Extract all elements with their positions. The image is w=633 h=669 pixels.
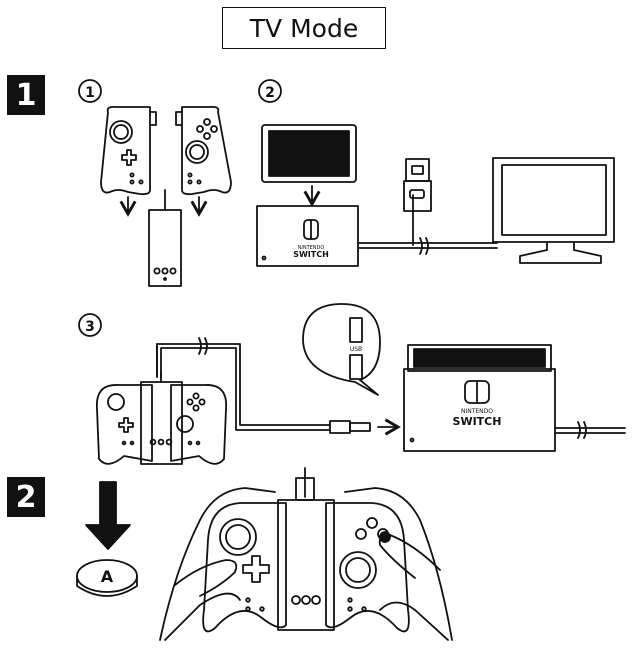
- a-button-icon: [76, 559, 138, 597]
- left-controller-half: [100, 105, 157, 196]
- usb-port-callout: [302, 303, 381, 396]
- usb-cable: [156, 337, 371, 434]
- page-title: TV Mode: [222, 7, 386, 49]
- usb-label: USB: [350, 346, 362, 353]
- held-controller: [202, 467, 410, 633]
- svg-text:2: 2: [265, 85, 275, 101]
- tv: [492, 157, 615, 264]
- step-2-badge: 2: [7, 477, 45, 517]
- right-hand: [344, 487, 453, 641]
- svg-text:3: 3: [85, 319, 95, 335]
- right-controller-half: [175, 105, 232, 196]
- svg-text:1: 1: [85, 85, 95, 101]
- substep-3-label: 3: [78, 313, 102, 337]
- hdmi-cable: [357, 194, 498, 255]
- dock-name-text: SWITCH: [293, 250, 329, 259]
- ac-adapter: [403, 158, 432, 212]
- assembled-controller-small: [95, 371, 228, 465]
- grip-center-piece: [148, 189, 182, 287]
- substep-1-label: 1: [78, 79, 102, 103]
- left-hand: [159, 487, 276, 641]
- dock-brand-text-2: NINTENDO: [461, 408, 493, 415]
- console-screen: [261, 124, 357, 183]
- substep-2-label: 2: [258, 79, 282, 103]
- dock-name-text-2: SWITCH: [453, 415, 502, 428]
- step-1-badge: 1: [7, 75, 45, 115]
- down-arrow-icon: [85, 481, 131, 550]
- dock-with-console: [403, 344, 626, 452]
- dock: [256, 205, 359, 267]
- dock-brand-text: NINTENDO: [298, 245, 325, 251]
- a-button-label: A: [101, 567, 114, 586]
